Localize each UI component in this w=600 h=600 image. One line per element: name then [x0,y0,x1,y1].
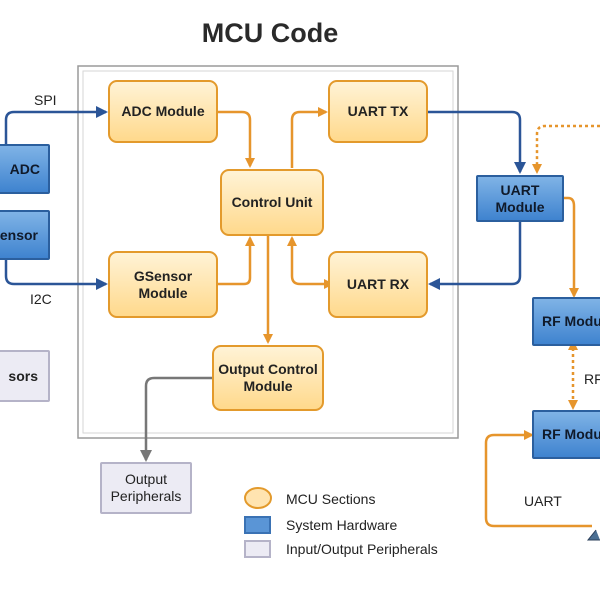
dotted-input-arrow [532,124,600,174]
output-control-label: Output Control Module [218,361,318,394]
control-unit-label: Control Unit [231,194,313,211]
control-unit-block: Control Unit [220,169,324,236]
gsensor-to-control-arrow [218,236,255,286]
legend-io-swatch [244,540,271,558]
sensors-label: sors [8,367,38,384]
uart-module-block: UART Module [476,175,564,222]
uart-label: UART [524,493,562,509]
spi-label: SPI [34,92,57,108]
rf-module-bottom-block: RF Modul [532,410,600,459]
rf-label: RF [584,371,600,387]
control-to-uarttx-arrow [290,107,328,168]
i2c-label: I2C [30,291,52,307]
adc-module-label: ADC Module [121,103,205,120]
legend-hardware-swatch [244,516,271,534]
legend-mcu-swatch [244,487,272,509]
uart-rx-label: UART RX [346,276,410,293]
uartmodule-to-rf-arrow [564,196,579,298]
legend-mcu-text: MCU Sections [286,491,376,507]
diagram-title: MCU Code [201,18,339,48]
gsensor-module-label: GSensor Module [133,267,193,301]
uartmodule-to-uartrx-arrow [428,222,522,290]
uart-tx-label: UART TX [347,103,409,120]
adc-module-block: ADC Module [108,80,218,143]
device-icon [586,529,600,541]
uart-loop-arrow [484,430,592,528]
uart-module-label: UART Module [495,181,545,215]
gsensor-hardware-block: Sensor [0,210,50,260]
sensors-block: sors [0,350,50,402]
adc-hardware-block: ADC [0,144,50,194]
rf-module-top-block: RF Modul [532,297,600,346]
uarttx-to-uartmodule-arrow [428,110,526,174]
spi-arrow [4,106,108,146]
uartrx-control-arrow [287,236,334,289]
gsensor-hardware-label: Sensor [0,226,38,243]
output-to-peripherals-arrow [140,376,212,462]
output-control-block: Output Control Module [212,345,324,411]
uart-rx-block: UART RX [328,251,428,318]
i2c-arrow [4,260,108,290]
output-peripherals-block: Output Peripherals [100,462,192,514]
rf-module-bottom-label: RF Modul [542,426,600,443]
adc-hardware-label: ADC [9,160,40,177]
uart-tx-block: UART TX [328,80,428,143]
rf-module-top-label: RF Modul [542,313,600,330]
adc-to-control-arrow [218,110,255,168]
legend-io-text: Input/Output Peripherals [286,541,438,557]
gsensor-module-block: GSensor Module [108,251,218,318]
output-peripherals-label: Output Peripherals [110,471,182,504]
legend-hardware-text: System Hardware [286,517,398,533]
